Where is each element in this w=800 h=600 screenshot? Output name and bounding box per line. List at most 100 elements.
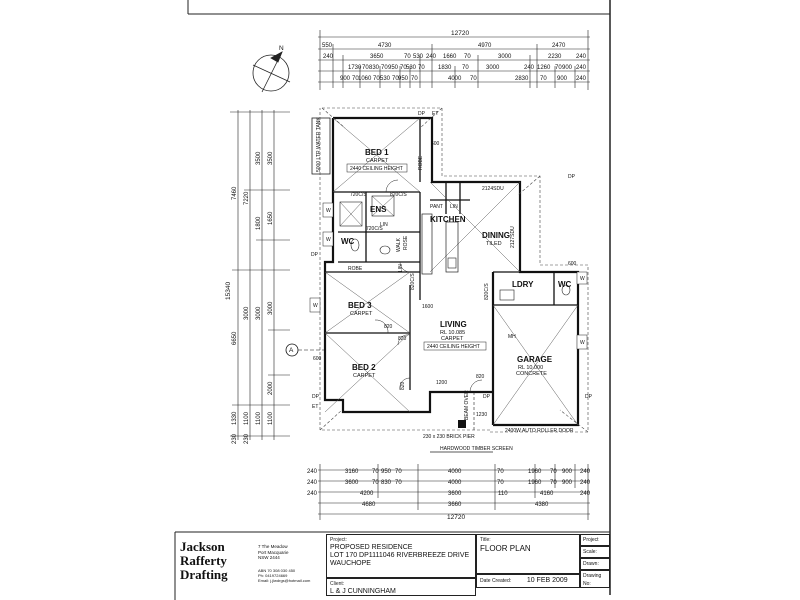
bottom-dim-row1: 240 3160 70 950 70 4000 70 1960 70 900 2… <box>307 469 591 475</box>
bottom-overall-dim: 12720 <box>447 514 465 521</box>
opening-1230: 1230 <box>476 412 487 418</box>
svg-text:3600: 3600 <box>345 480 359 486</box>
svg-text:70: 70 <box>462 65 469 71</box>
svg-text:2470: 2470 <box>552 43 566 49</box>
svg-text:950: 950 <box>381 469 392 475</box>
svg-text:1100: 1100 <box>244 411 250 425</box>
cs5-label: 820C/S <box>484 283 490 300</box>
shower <box>339 201 363 227</box>
window-labels: W W W W W <box>313 208 585 346</box>
bottom-dim-row2: 240 3600 70 830 70 4000 70 1960 70 900 2… <box>307 480 591 486</box>
svg-text:3600: 3600 <box>448 491 462 497</box>
living-note: 2440 CEILING HEIGHT <box>427 344 480 350</box>
svg-text:1060: 1060 <box>358 76 372 82</box>
svg-text:230: 230 <box>232 433 238 444</box>
kitchen-island <box>445 221 459 273</box>
svg-text:W: W <box>580 340 585 346</box>
door-820-b: 820 <box>398 336 407 342</box>
bed1-note: 2440 CEILING HEIGHT <box>350 166 403 172</box>
svg-text:DP: DP <box>585 394 593 400</box>
svg-text:1330: 1330 <box>232 411 238 425</box>
svg-text:ET: ET <box>432 111 438 117</box>
bed2-name: BED 2 <box>352 363 376 372</box>
north-arrow <box>252 51 291 93</box>
company-contact: ABN 70 308 030 450 Ph: 0419724669 Email:… <box>258 568 311 583</box>
svg-text:1730: 1730 <box>348 65 362 71</box>
svg-text:70: 70 <box>418 65 425 71</box>
svg-text:70: 70 <box>470 76 477 82</box>
ensuite-shower <box>371 195 395 217</box>
bed2-floor: CARPET <box>353 373 376 379</box>
svg-text:2830: 2830 <box>515 76 529 82</box>
svg-text:830: 830 <box>381 480 392 486</box>
project-no-box: Project No: <box>580 534 610 546</box>
svg-text:70: 70 <box>464 54 471 60</box>
svg-text:3660: 3660 <box>448 502 462 508</box>
svg-text:6650: 6650 <box>232 331 238 345</box>
svg-text:240: 240 <box>307 480 318 486</box>
svg-text:550: 550 <box>322 43 333 49</box>
cs4-label: 820C/S <box>410 273 416 290</box>
dining-floor: TILED <box>486 241 502 247</box>
lin1-label: LIN <box>450 204 458 210</box>
svg-text:70: 70 <box>550 469 557 475</box>
company-address: 7 The Meadow Port Macquarie NSW 2444 <box>258 544 289 560</box>
left-dimensions <box>230 110 290 440</box>
top-overall-dim: 12720 <box>451 30 469 37</box>
door-swings <box>374 179 483 393</box>
lin3-label: LIN <box>398 264 404 272</box>
svg-text:2230: 2230 <box>548 54 562 60</box>
roller-door-label: 2400W AUTO ROLLER DOOR <box>505 428 574 434</box>
walk-label: WALK <box>396 237 402 252</box>
pant-label: PANT <box>430 204 443 210</box>
svg-text:3650: 3650 <box>370 54 384 60</box>
svg-text:950: 950 <box>388 65 399 71</box>
sdu2-label: 2127SDU <box>510 226 516 248</box>
svg-text:900: 900 <box>562 65 573 71</box>
svg-text:70: 70 <box>372 480 379 486</box>
beam-over-label: BEAM OVER <box>464 390 470 420</box>
svg-text:70: 70 <box>395 469 402 475</box>
ceiling-lines <box>324 117 579 426</box>
toilet <box>350 238 360 252</box>
kitchen-bench <box>421 213 433 275</box>
water-tank <box>311 117 331 175</box>
svg-text:70: 70 <box>404 54 411 60</box>
lin2-label: LIN <box>380 222 388 228</box>
svg-text:70: 70 <box>352 76 359 82</box>
bed3-floor: CARPET <box>350 311 373 317</box>
svg-text:4380: 4380 <box>535 502 549 508</box>
svg-text:240: 240 <box>576 65 587 71</box>
dim-600-b: 600 <box>313 356 322 362</box>
svg-text:3000: 3000 <box>498 54 512 60</box>
svg-text:4000: 4000 <box>448 76 462 82</box>
svg-text:70: 70 <box>362 65 369 71</box>
svg-text:240: 240 <box>426 54 437 60</box>
top-dim-row4: 900 70 1060 70 530 70 950 70 4000 70 283… <box>340 76 587 82</box>
svg-text:530: 530 <box>406 65 417 71</box>
svg-text:DP: DP <box>483 394 491 400</box>
svg-text:DP: DP <box>312 394 320 400</box>
project-box: Project: PROPOSED RESIDENCE LOT 170 DP11… <box>326 534 476 578</box>
left-dim-col2: 7220 3000 1100 230 <box>244 191 250 444</box>
svg-text:240: 240 <box>576 76 587 82</box>
top-dim-row3: 1730 70 830 70 950 70 530 70 1830 70 300… <box>348 65 587 71</box>
svg-text:W: W <box>313 303 318 309</box>
svg-text:1100: 1100 <box>256 411 262 425</box>
left-dim-col3: 3500 1800 3000 1100 <box>256 151 262 425</box>
timber-screen-label: HARDWOOD TIMBER SCREEN <box>440 446 513 452</box>
svg-text:3000: 3000 <box>244 306 250 320</box>
svg-text:240: 240 <box>307 491 318 497</box>
company-logo: Jackson Rafferty Drafting <box>180 539 228 582</box>
top-dimensions <box>318 30 590 90</box>
svg-text:1800: 1800 <box>256 216 262 230</box>
bottom-dimensions <box>318 464 590 520</box>
svg-text:4000: 4000 <box>448 480 462 486</box>
cs2-label: 820C/S <box>390 192 407 198</box>
wc2-name: WC <box>558 280 572 289</box>
bottom-dim-row3: 240 4200 3600 110 4160 240 <box>307 491 591 497</box>
svg-text:DP: DP <box>418 111 426 117</box>
external-walls <box>323 116 580 427</box>
bed1-floor: CARPET <box>366 158 389 164</box>
svg-text:1650: 1650 <box>268 211 274 225</box>
